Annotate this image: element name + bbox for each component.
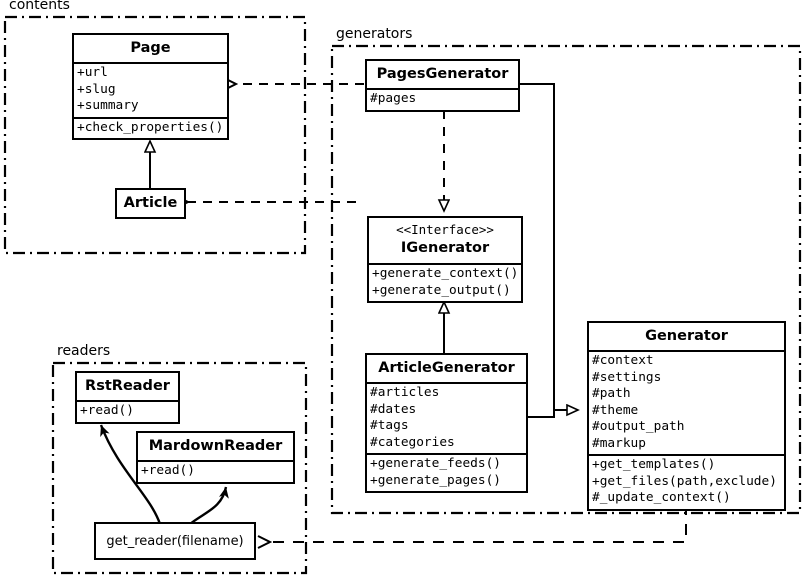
class-name-igenerator: IGenerator — [400, 240, 490, 256]
class-attribute: #context — [592, 353, 654, 368]
class-attributes-pagesgenerator: #pages — [367, 88, 518, 110]
class-box-pagesgenerator[interactable]: PagesGenerator #pages — [365, 59, 520, 112]
class-operations-mardownreader: +read() — [138, 460, 293, 482]
class-operation: #_update_context() — [592, 490, 731, 505]
class-stereotype-igenerator: <<Interface>> — [396, 222, 494, 237]
function-label-get-reader: get_reader(filename) — [106, 533, 244, 549]
class-attribute: #pages — [370, 91, 417, 106]
class-attribute: +slug — [77, 81, 116, 97]
class-name-rstreader: RstReader — [85, 378, 170, 394]
class-operation: +read() — [141, 463, 195, 478]
class-box-mardownreader[interactable]: MardownReader +read() — [136, 431, 295, 484]
function-box-get-reader[interactable]: get_reader(filename) — [94, 522, 256, 560]
class-attributes-page: +url +slug +summary — [74, 62, 227, 117]
class-attribute: #articles — [370, 385, 440, 400]
class-attributes-articlegenerator: #articles #dates #tags #categories — [367, 382, 526, 453]
package-label-readers: readers — [55, 343, 113, 360]
class-box-article[interactable]: Article — [115, 188, 186, 219]
package-label-generators: generators — [334, 26, 415, 43]
class-attribute: +summary — [77, 98, 139, 113]
class-operation: +read() — [80, 403, 134, 418]
class-name-page: Page — [130, 40, 171, 56]
class-name-article: Article — [123, 195, 178, 211]
class-attribute: #path — [592, 386, 631, 401]
package-label-contents: contents — [7, 0, 72, 14]
class-operation: +generate_context() — [372, 266, 519, 281]
class-operation: +generate_output() — [372, 282, 511, 298]
class-box-igenerator[interactable]: <<Interface>> IGenerator +generate_conte… — [367, 216, 523, 303]
class-operations-articlegenerator: +generate_feeds() +generate_pages() — [367, 453, 526, 491]
class-attribute: #tags — [370, 418, 409, 433]
class-attribute: #dates — [370, 401, 417, 417]
class-operation: +get_files(path,exclude) — [592, 473, 777, 489]
class-operation: +generate_feeds() — [370, 456, 501, 471]
package-contents: contents — [5, 0, 305, 253]
class-name-pagesgenerator: PagesGenerator — [376, 66, 509, 82]
class-name-generator: Generator — [645, 328, 728, 344]
class-operations-page: +check_properties() — [74, 116, 227, 139]
class-operation: +check_properties() — [77, 119, 224, 135]
class-operation: +get_templates() — [592, 457, 716, 472]
class-attribute: #settings — [592, 369, 662, 385]
package-readers: readers — [53, 343, 306, 573]
class-operations-generator: +get_templates() +get_files(path,exclude… — [589, 454, 784, 509]
class-attribute: #markup — [592, 435, 646, 451]
class-attribute: #output_path — [592, 419, 685, 434]
class-operations-rstreader: +read() — [77, 400, 178, 422]
package-generators: generators — [332, 26, 800, 513]
class-attributes-generator: #context #settings #path #theme #output_… — [589, 350, 784, 454]
class-name-articlegenerator: ArticleGenerator — [378, 360, 515, 376]
class-box-rstreader[interactable]: RstReader +read() — [75, 371, 180, 424]
class-attribute: #categories — [370, 434, 455, 450]
class-operations-igenerator: +generate_context() +generate_output() — [369, 263, 521, 301]
class-attribute: +url — [77, 65, 108, 80]
class-box-generator[interactable]: Generator #context #settings #path #them… — [587, 321, 786, 511]
class-name-mardownreader: MardownReader — [148, 438, 283, 454]
class-box-page[interactable]: Page +url +slug +summary +check_properti… — [72, 33, 229, 140]
class-operation: +generate_pages() — [370, 472, 501, 488]
class-box-articlegenerator[interactable]: ArticleGenerator #articles #dates #tags … — [365, 353, 528, 493]
class-attribute: #theme — [592, 402, 639, 418]
